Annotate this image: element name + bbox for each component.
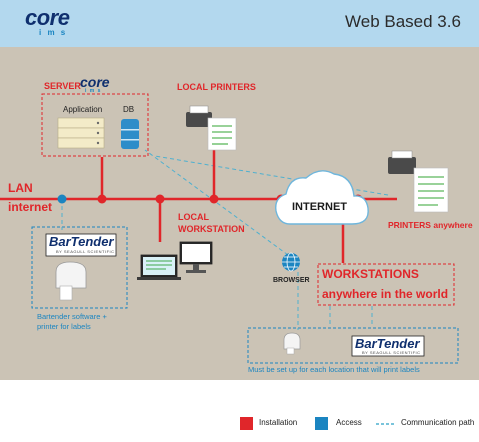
legend-access-label: Access [336,418,362,427]
setup-note: Must be set up for each location that wi… [248,365,420,374]
server-logo-sub: i m s [85,88,102,94]
local-printers-label: LOCAL PRINTERS [177,82,256,92]
bartender-logo-bottom: BarTender [355,336,420,351]
access-node [57,194,67,204]
application-label: Application [63,105,103,114]
bartender-caption-line2: printer for labels [37,322,91,331]
globe-icon [282,252,300,272]
bartender-logo-frame-bottom [351,335,425,357]
database-icon [121,119,139,149]
version-title: Web Based 3.6 [345,12,461,31]
header-bar [0,0,479,47]
local-workstation-label-line2: WORKSTATION [178,224,245,234]
internet-side-label: internet [8,200,53,214]
server-label: SERVER [44,81,81,91]
workstations-box [317,263,455,306]
header-logo: core [25,5,70,30]
lan-backbone [0,138,397,263]
printers-anywhere-label: PRINTERS anywhere [388,220,473,230]
setup-box [247,327,459,364]
server-logo: core [80,74,110,90]
legend-installation-label: Installation [259,418,298,427]
remote-printer-icon [388,150,449,213]
browser-label: BROWSER [273,277,310,284]
diagram-canvas [0,47,479,380]
bartender-logo: BarTender [49,234,114,249]
communication-paths [61,149,389,330]
local-printer-icon [186,105,237,151]
bartender-logo-sub: BY SEAGULL SCIENTIFIC [56,249,115,254]
legend-installation-swatch [240,417,253,430]
workstations-label-line1: WORKSTATIONS [322,267,419,281]
bartender-logo-sub-bottom: BY SEAGULL SCIENTIFIC [362,350,421,355]
header-logo-sub: i m s [39,28,68,37]
db-label: DB [123,105,135,114]
cloud-icon [275,170,369,225]
label-printer-icon [55,261,87,301]
bartender-logo-frame [45,233,117,257]
legend-area [0,380,479,442]
workstations-label-line2: anywhere in the world [322,287,449,301]
internet-cloud-label: INTERNET [292,201,347,213]
legend-access-swatch [315,417,328,430]
lan-label: LAN [8,181,33,195]
bartender-caption-line1: Bartender software + [37,312,107,321]
local-workstation-label-line1: LOCAL [178,212,209,222]
legend-communication-label: Communication path [401,418,475,427]
small-label-printer-icon [283,332,301,355]
monitor-icon [179,241,213,273]
server-box [41,93,149,157]
server-icon [57,117,105,149]
bartender-box [31,226,128,309]
laptop-icon [137,254,181,280]
